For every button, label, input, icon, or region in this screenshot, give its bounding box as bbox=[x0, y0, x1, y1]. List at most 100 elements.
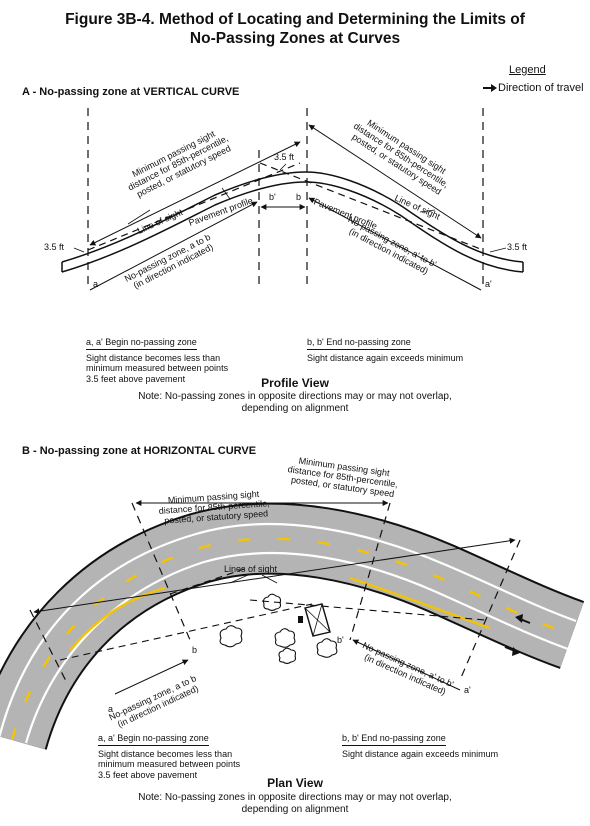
min-sight-left-line-3: posted, or statutory speed bbox=[135, 143, 232, 199]
height-top-label: 3.5 ft bbox=[274, 152, 295, 162]
plan-limit-line-b bbox=[131, 502, 191, 641]
height-right-label: 3.5 ft bbox=[507, 242, 528, 252]
plan-point-b-label: b bbox=[192, 645, 197, 655]
plan-point-b-prime-label: b' bbox=[337, 635, 344, 645]
plan-no-passing-arrow-right bbox=[352, 639, 461, 691]
plan-min-sight-mid-line-1: Minimum passing sight bbox=[168, 489, 261, 505]
legend-title: Legend bbox=[509, 64, 546, 76]
point-a-prime-label: a' bbox=[485, 279, 492, 289]
min-sight-left-line-2: distance for 85th-percentile, bbox=[126, 133, 230, 192]
pavement-profile-left-label: Pavement profile bbox=[187, 195, 254, 227]
min-sight-arrow-right bbox=[308, 124, 482, 239]
no-passing-stripe-right bbox=[349, 576, 491, 630]
height-left-label: 3.5 ft bbox=[44, 242, 65, 252]
zone-left-line-1: No-passing zone, a to b bbox=[123, 232, 212, 284]
direction-arrow-icon bbox=[483, 82, 512, 94]
end-note-b: b, b' End no-passing zone Sight distance… bbox=[342, 733, 542, 759]
point-b-prime-label: b' bbox=[269, 192, 276, 202]
plan-lines-of-sight-label: Lines of sight bbox=[224, 564, 278, 574]
direction-arrow-icon bbox=[504, 614, 531, 656]
min-sight-right-line-1: Minimum passing sight bbox=[365, 118, 448, 177]
end-note-b-line-1: Sight distance again exceeds minimum bbox=[342, 748, 499, 759]
figure-title-line-1: Figure 3B-4. Method of Locating and Dete… bbox=[65, 11, 525, 28]
svg-text:Minimum passing sight dist: Minimum passing sight distance for 85th-… bbox=[346, 112, 458, 199]
figure-title-line-2: No-Passing Zones at Curves bbox=[189, 30, 401, 47]
plan-view-note-line-2: depending on alignment bbox=[241, 804, 349, 815]
plan-view-note-line-1: Note: No-passing zones in opposite direc… bbox=[138, 792, 452, 803]
plan-limit-line-a-prime bbox=[459, 539, 521, 681]
line-of-sight-right-label: Line of sight bbox=[393, 193, 442, 222]
section-a-title: A - No-passing zone at VERTICAL CURVE bbox=[22, 86, 240, 98]
min-sight-arrow-left bbox=[89, 141, 301, 246]
begin-note-b-line-1: Sight distance becomes less than bbox=[98, 748, 233, 759]
begin-note-a-line-2: minimum measured between points bbox=[86, 363, 229, 373]
svg-text:Minimum passing sight dist: Minimum passing sight distance for 85th-… bbox=[286, 454, 403, 500]
svg-text:Minimum passing sight dist: Minimum passing sight distance for 85th-… bbox=[122, 123, 237, 201]
zone-left-line-2: (in direction indicated) bbox=[132, 242, 215, 291]
plan-no-passing-arrow-left bbox=[114, 659, 189, 695]
svg-text:No-passing zone, a to b (i: No-passing zone, a to b (in direction in… bbox=[123, 231, 219, 293]
plan-zone-right-line-1: No-passing zone, a' to b' bbox=[361, 640, 455, 689]
plan-zone-left-line-1: No-passing zone, a to b bbox=[107, 673, 197, 722]
road-centerline-dashes bbox=[10, 537, 573, 741]
no-passing-arrow-left bbox=[89, 201, 258, 291]
profile-view-title: Profile View bbox=[261, 376, 329, 390]
svg-text:No-passing zone, a to b (i: No-passing zone, a to b (in direction in… bbox=[107, 672, 204, 731]
line-of-sight-left-label: Line of sight bbox=[136, 207, 185, 236]
plan-zone-left-line-2: (in direction indicated) bbox=[116, 683, 200, 729]
road-edge-outer bbox=[0, 522, 577, 739]
line-of-sight-right bbox=[259, 162, 484, 251]
begin-note-b-line-3: 3.5 feet above pavement bbox=[98, 769, 198, 780]
no-passing-arrow-right bbox=[308, 197, 482, 291]
plan-view-title: Plan View bbox=[267, 776, 323, 790]
point-b-label: b bbox=[296, 192, 301, 202]
plan-line-of-sight-mid bbox=[169, 566, 251, 595]
begin-note-a-line-3: 3.5 feet above pavement bbox=[86, 373, 186, 384]
plan-line-of-sight-right bbox=[249, 599, 486, 621]
point-a-label: a bbox=[93, 279, 98, 289]
begin-note-b: a, a' Begin no-passing zone Sight distan… bbox=[98, 733, 308, 780]
end-note-b-head: b, b' End no-passing zone bbox=[342, 733, 446, 746]
shrub-icon bbox=[219, 593, 338, 665]
end-note-a-head: b, b' End no-passing zone bbox=[307, 337, 411, 350]
plan-point-a-label: a bbox=[108, 704, 113, 714]
plan-view-note: Note: No-passing zones in opposite direc… bbox=[0, 792, 590, 816]
end-note-a-line-1: Sight distance again exceeds minimum bbox=[307, 352, 464, 363]
begin-note-a-line-1: Sight distance becomes less than bbox=[86, 352, 221, 363]
plan-zone-right-line-2: (in direction indicated) bbox=[363, 652, 448, 697]
line-of-sight-left bbox=[87, 162, 301, 251]
begin-note-b-line-2: minimum measured between points bbox=[98, 759, 241, 769]
svg-text:Minimum passing sight dist: Minimum passing sight distance for 85th-… bbox=[158, 488, 273, 526]
profile-view-note-line-1: Note: No-passing zones in opposite direc… bbox=[138, 391, 452, 402]
legend-direction-label: Direction of travel bbox=[498, 82, 584, 94]
min-sight-right-line-2: distance for 85th-percentile, bbox=[352, 121, 451, 190]
plan-min-sight-mid-line-2: distance for 85th-percentile, bbox=[158, 498, 270, 516]
zone-right-line-1: No-passing zone, a' to b' bbox=[346, 214, 438, 269]
plan-min-sight-top-line-3: posted, or statutory speed bbox=[290, 475, 394, 499]
zone-right-line-2: (in direction indicated) bbox=[347, 226, 429, 276]
svg-text:No-passing zone, a' to b': No-passing zone, a' to b' (in direction … bbox=[357, 640, 457, 699]
begin-note-b-head: a, a' Begin no-passing zone bbox=[98, 733, 209, 746]
no-passing-stripe-left bbox=[69, 586, 166, 651]
section-b-title: B - No-passing zone at HORIZONTAL CURVE bbox=[22, 445, 257, 457]
min-sight-left-line-1: Minimum passing sight bbox=[130, 128, 217, 179]
pavement-profile-right-label: Pavement profile bbox=[312, 197, 378, 232]
plan-limit-line-b-prime bbox=[349, 502, 391, 641]
begin-note-a: a, a' Begin no-passing zone Sight distan… bbox=[86, 337, 286, 384]
plan-limit-line-a bbox=[29, 609, 69, 686]
building-icon bbox=[298, 603, 331, 637]
road-surface bbox=[0, 504, 584, 750]
road-edge-inner bbox=[24, 552, 569, 744]
pavement-profile-top bbox=[61, 171, 524, 263]
plan-min-sight-top-line-1: Minimum passing sight bbox=[298, 456, 391, 479]
plan-line-of-sight-left bbox=[59, 603, 313, 661]
legend-direction: Direction of travel bbox=[483, 82, 588, 94]
pavement-profile-bottom bbox=[61, 181, 524, 273]
svg-text:No-passing zone, a' to b': No-passing zone, a' to b' (in direction … bbox=[342, 214, 441, 279]
plan-min-sight-arrow-top bbox=[33, 537, 516, 615]
plan-min-sight-mid-line-3: posted, or statutory speed bbox=[164, 508, 269, 525]
plan-min-sight-top-line-2: distance for 85th-percentile, bbox=[287, 464, 398, 489]
profile-view-note: Note: No-passing zones in opposite direc… bbox=[0, 391, 590, 415]
profile-view-note-line-2: depending on alignment bbox=[241, 403, 349, 414]
plan-point-a-prime-label: a' bbox=[464, 685, 471, 695]
